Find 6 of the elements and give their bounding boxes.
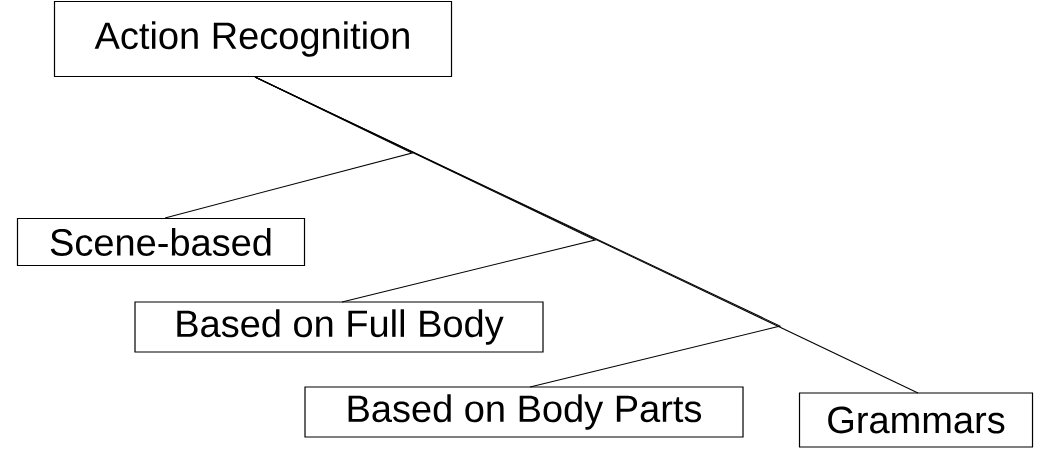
connector-line — [254, 76, 919, 394]
category-box: Based on Body Parts — [304, 386, 744, 438]
category-box: Scene-based — [16, 217, 306, 267]
category-box: Based on Full Body — [134, 301, 544, 353]
category-box: Action Recognition — [53, 0, 453, 78]
category-box: Grammars — [798, 392, 1034, 448]
